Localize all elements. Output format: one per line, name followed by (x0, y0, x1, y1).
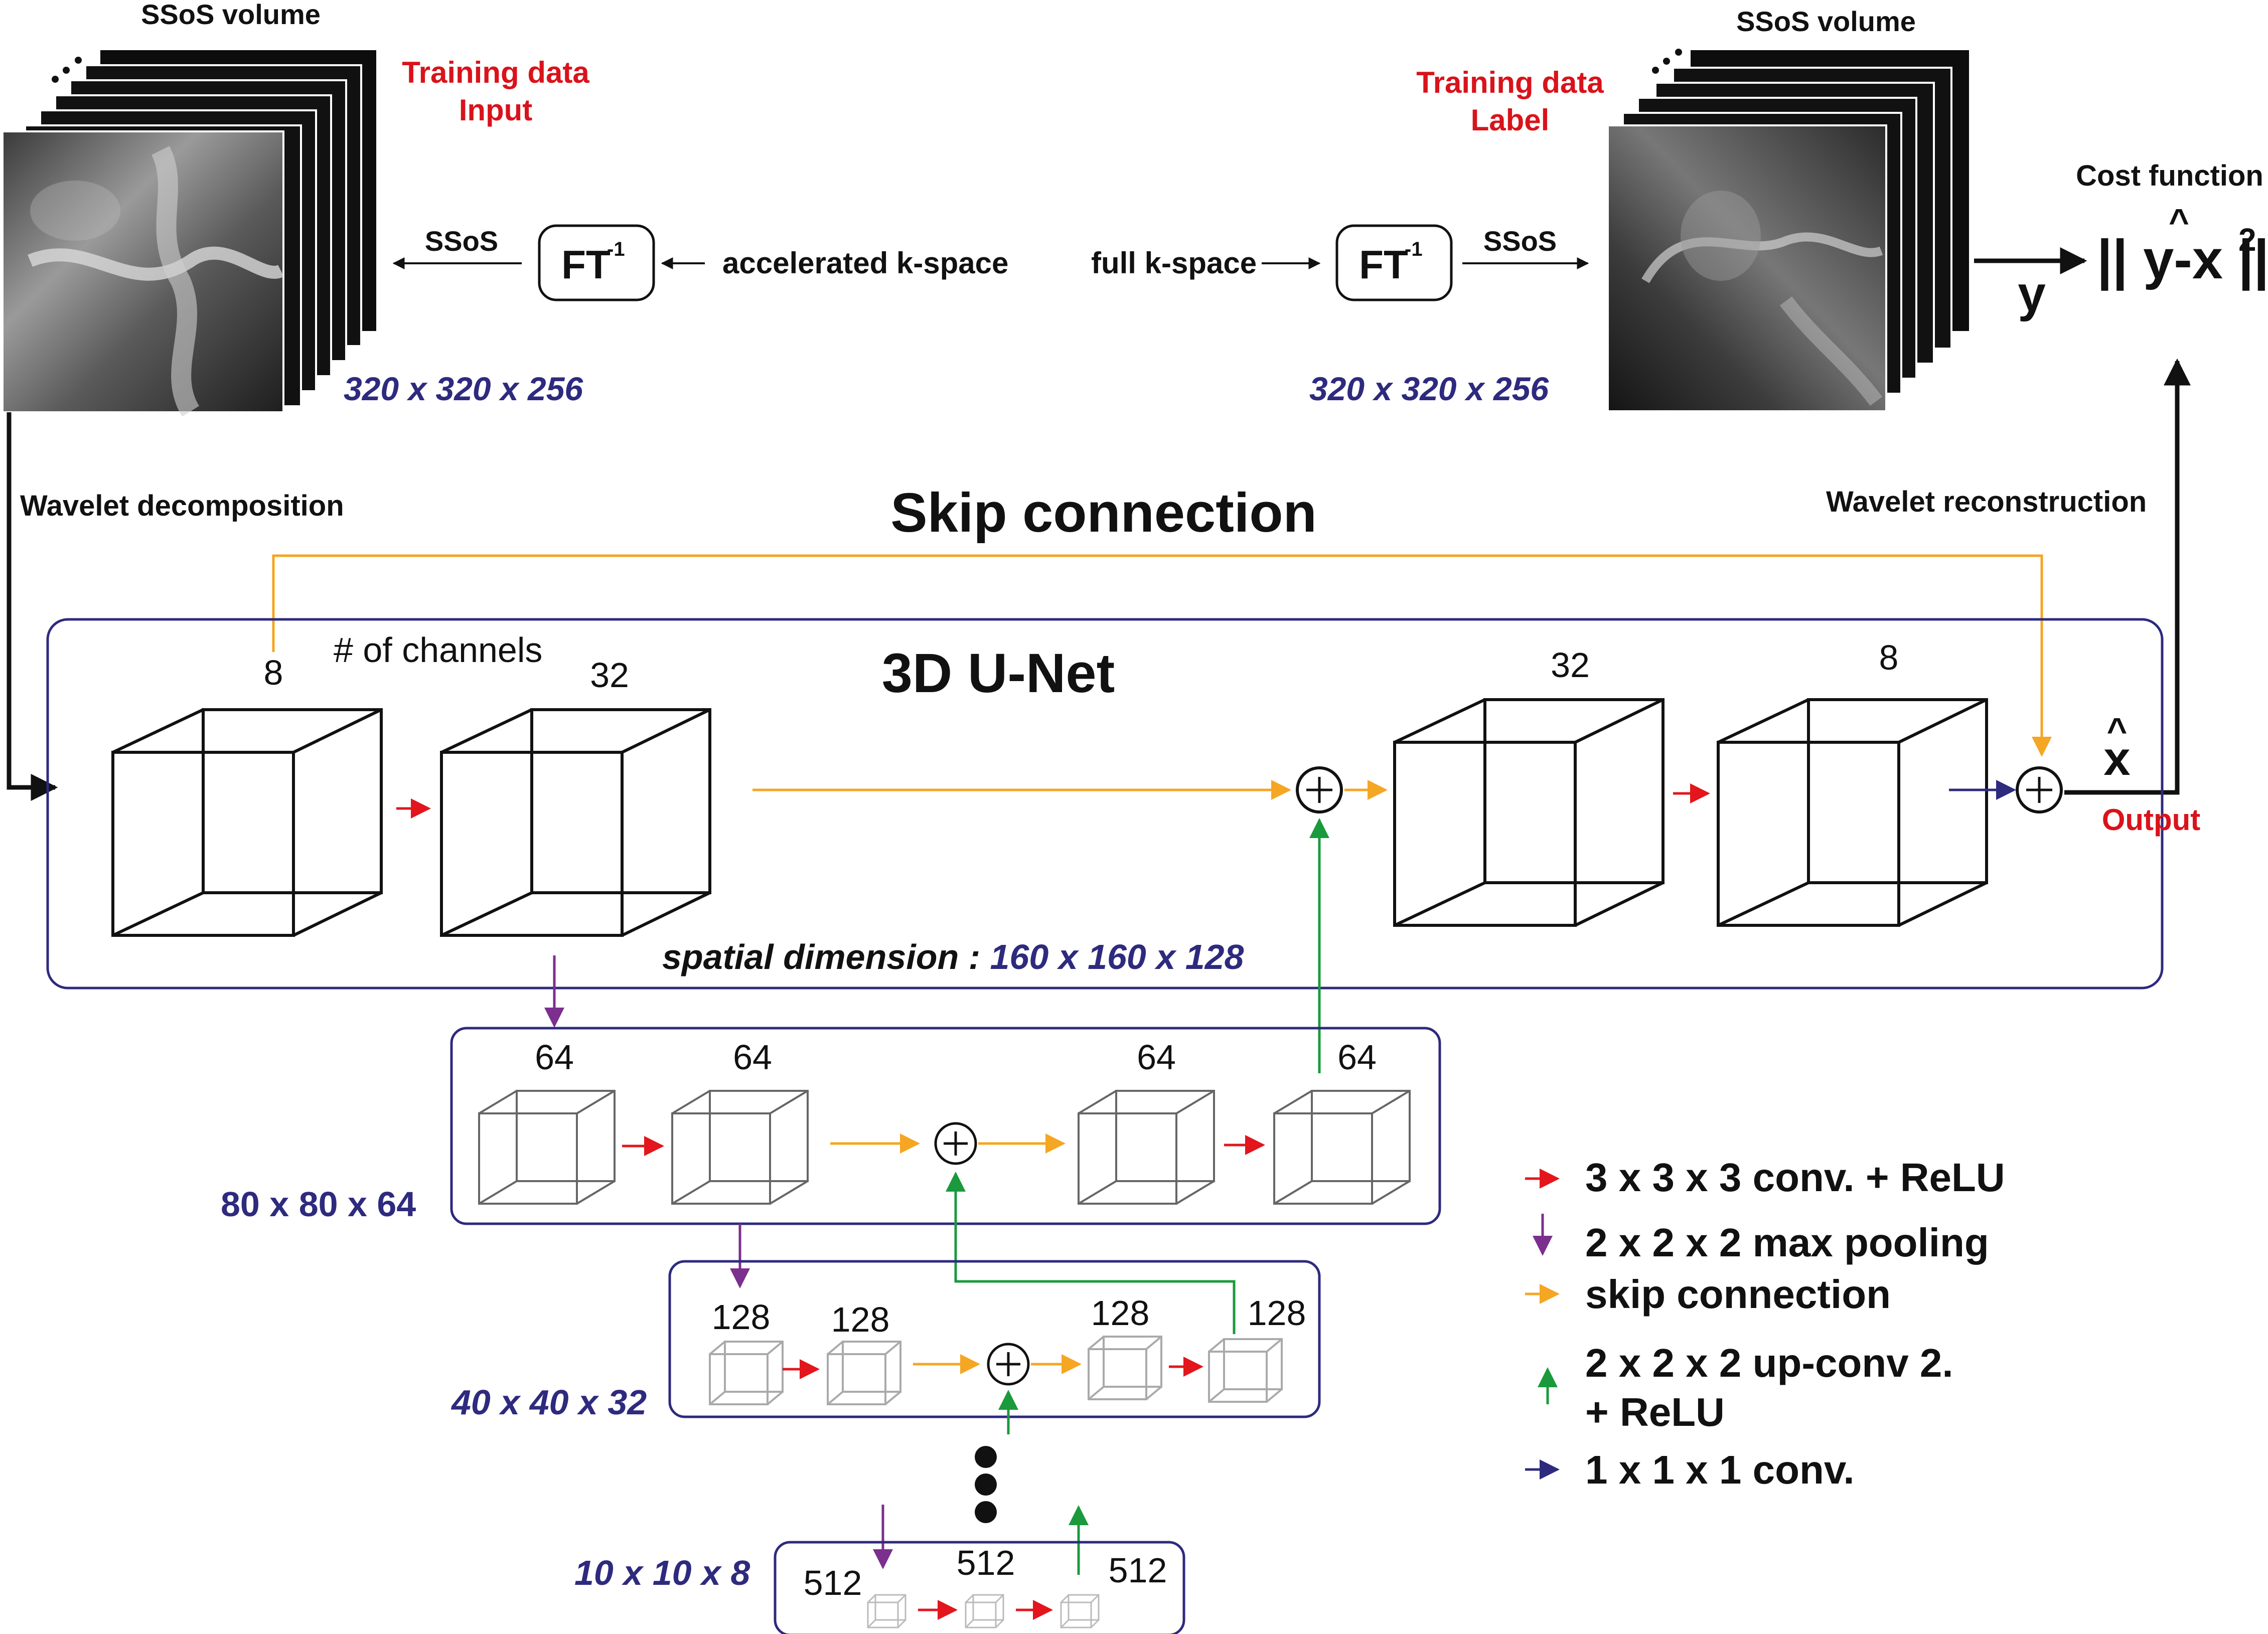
l3-channels-2: 128 (831, 1300, 890, 1339)
label-stack-dots (1652, 49, 1682, 74)
l4-cube-1 (867, 1594, 906, 1628)
l3-channels-1: 128 (712, 1297, 771, 1337)
skip-connection-title: Skip connection (890, 482, 1317, 544)
l1-channels-out: 8 (1879, 638, 1899, 677)
cost-function-formula: || y-x || (2097, 229, 2268, 291)
l4-spatial-dimension: 10 x 10 x 8 (574, 1553, 750, 1592)
global-skip-connection (272, 554, 2052, 757)
input-volume-title: SSoS volume (141, 0, 321, 30)
l2-channels-1: 64 (535, 1038, 574, 1077)
legend-skip-label: skip connection (1585, 1272, 1891, 1317)
legend-upconv-label-2: + ReLU (1585, 1390, 1725, 1434)
l1-add-node (1296, 766, 1343, 813)
input-caption-line1: Training data (402, 56, 589, 89)
l3-cube-3 (1088, 1336, 1162, 1400)
legend-conv-label: 3 x 3 x 3 conv. + ReLU (1585, 1155, 2005, 1200)
output-label: Output (2102, 803, 2201, 837)
wavelet-reconstruction-arrow (2072, 358, 2191, 795)
channels-label: # of channels (334, 630, 542, 670)
l3-channels-4: 128 (1248, 1293, 1306, 1333)
input-stack-dots (52, 57, 82, 83)
accelerated-kspace-label: accelerated k-space (722, 246, 1008, 280)
l3-cube-1 (709, 1341, 784, 1405)
input-volume-stack (2, 50, 376, 417)
l1-spatial-dimension: spatial dimension : 160 x 160 x 128 (662, 937, 1244, 976)
ift-exp-right: -1 (1405, 238, 1423, 260)
ift-box-left (538, 224, 655, 301)
xhat-hat: ^ (2107, 711, 2128, 750)
label-volume-stack (1607, 50, 1969, 412)
full-kspace-label: full k-space (1091, 246, 1257, 280)
cost-function-exponent: 2 (2238, 222, 2256, 258)
legend: 3 x 3 x 3 conv. + ReLU 2 x 2 x 2 max poo… (1525, 1155, 2005, 1492)
input-caption-line2: Input (459, 93, 533, 127)
l2-cube-4 (1273, 1090, 1411, 1205)
l1-output-add-node (2016, 766, 2063, 813)
l3-cube-2 (827, 1341, 901, 1405)
xhat-label: x (2103, 732, 2130, 785)
label-volume-title: SSoS volume (1736, 6, 1916, 37)
l3-channels-3: 128 (1091, 1293, 1150, 1333)
l2-spatial-dimension: 80 x 80 x 64 (221, 1185, 416, 1224)
l1-cube-3 (1393, 698, 1665, 927)
l1-channels-3: 32 (1551, 645, 1590, 685)
label-caption-line1: Training data (1416, 66, 1604, 99)
ssos-left-label: SSoS (425, 225, 498, 257)
unet-title: 3D U-Net (882, 642, 1115, 704)
wavelet-decomposition-arrow (7, 412, 58, 801)
l3-add-node (987, 1343, 1030, 1386)
l1-cube-4 (1717, 698, 1988, 927)
l1-cube-1 (111, 708, 383, 937)
cost-hat: ^ (2169, 202, 2189, 241)
unet-level2-box (450, 1027, 1441, 1225)
l1-cube-2 (440, 708, 711, 937)
l2-add-node (934, 1122, 977, 1165)
input-size-label: 320 x 320 x 256 (344, 370, 583, 407)
l4-cube-2 (965, 1594, 1004, 1628)
l2-channels-2: 64 (733, 1038, 772, 1077)
cost-function-title: Cost function (2076, 159, 2263, 192)
label-caption-line2: Label (1471, 103, 1550, 137)
ift-box-right (1335, 224, 1453, 301)
wavelet-reconstruction-label: Wavelet reconstruction (1826, 485, 2147, 518)
l4-cube-3 (1060, 1594, 1100, 1628)
ift-exp-left: -1 (607, 238, 625, 260)
l1-channels-in: 8 (264, 653, 283, 692)
l3-cube-4 (1208, 1338, 1283, 1403)
ift-label-left: FT (561, 242, 611, 287)
l4-channels-1: 512 (804, 1563, 862, 1602)
legend-pool-label: 2 x 2 x 2 max pooling (1585, 1220, 1989, 1265)
l2-cube-3 (1078, 1090, 1215, 1205)
level-ellipsis-dots (975, 1446, 997, 1523)
l4-channels-3: 512 (1109, 1551, 1167, 1590)
ssos-right-label: SSoS (1483, 225, 1557, 257)
y-label: y (2018, 266, 2046, 322)
unet-level3-box (668, 1260, 1321, 1418)
legend-1x1-label: 1 x 1 x 1 conv. (1585, 1447, 1855, 1492)
l3-l2-upconv-arrow (946, 1172, 1236, 1334)
l2-cube-2 (671, 1090, 809, 1205)
l2-channels-4: 64 (1337, 1038, 1377, 1077)
l4-channels-2: 512 (957, 1543, 1015, 1582)
l1-channels-2: 32 (590, 656, 629, 695)
l2-cube-1 (478, 1090, 616, 1205)
wavelet-decomposition-label: Wavelet decomposition (20, 489, 344, 522)
l3-spatial-dimension: 40 x 40 x 32 (450, 1383, 647, 1422)
label-size-label: 320 x 320 x 256 (1309, 370, 1549, 407)
unet-level1-box (46, 618, 2164, 990)
unet-level4-box (774, 1541, 1185, 1634)
ift-label-right: FT (1359, 242, 1408, 287)
l2-channels-3: 64 (1137, 1038, 1176, 1077)
legend-upconv-label-1: 2 x 2 x 2 up-conv 2. (1585, 1341, 1953, 1385)
